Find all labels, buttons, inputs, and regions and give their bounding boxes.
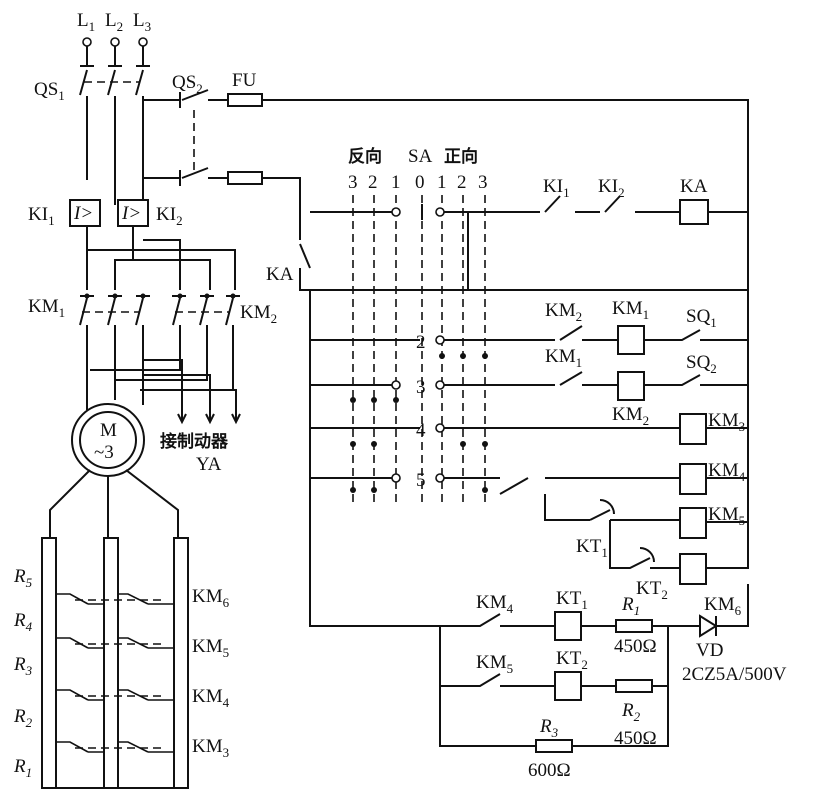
ka-contact: KA	[266, 210, 748, 291]
label-km3-coil: KM3	[708, 410, 745, 434]
sa-pos-f3: 3	[478, 172, 488, 193]
label-l1: L1	[77, 10, 95, 34]
supply-terminals: L1 L2 L3	[77, 10, 151, 47]
label-c-ka: KA	[680, 176, 708, 197]
label-rotor-km5: KM5	[192, 636, 229, 660]
control-bus	[309, 290, 440, 627]
brake-taps: 接制动器 YA	[143, 359, 241, 475]
label-dc-kt2: KT2	[556, 648, 588, 672]
label-r1: R1	[13, 756, 32, 780]
label-rotor-km6: KM6	[192, 586, 230, 610]
label-qs1: QS1	[34, 79, 65, 103]
label-sq2: SQ2	[686, 352, 717, 376]
label-km5-coil: KM5	[708, 504, 745, 528]
label-kt1-contact: KT1	[576, 536, 608, 560]
qs2-fu: QS2 FU	[143, 70, 749, 340]
label-c-km1-nc: KM1	[545, 346, 582, 370]
motor-label: M	[100, 420, 117, 441]
sa-pos-f2: 2	[457, 172, 467, 193]
sa-row-5: 5	[416, 470, 426, 491]
label-reverse: 反向	[348, 146, 382, 167]
label-km4-coil: KM4	[708, 460, 746, 484]
sa-pos-f1: 1	[437, 172, 447, 193]
label-r3-val: R3	[539, 716, 559, 740]
ki2-symbol: I>	[121, 203, 141, 224]
label-km1: KM1	[28, 296, 65, 320]
label-c-ki1: KI1	[543, 176, 570, 200]
label-kt2-contact: KT2	[636, 578, 668, 602]
motor-phase: ~3	[94, 442, 114, 463]
dc-timer-circuit: KM4 KT1 R1 450Ω KM5 KT2 R2 450Ω R3 600Ω …	[439, 584, 787, 781]
label-ya: YA	[196, 454, 222, 475]
label-l3: L3	[133, 10, 151, 34]
sa-row-2: 2	[416, 332, 426, 353]
label-r2: R2	[13, 706, 33, 730]
label-forward: 正向	[444, 146, 478, 167]
sa-pos-r3: 3	[348, 172, 358, 193]
rotor-contacts	[56, 593, 174, 753]
sa-row-4: 4	[416, 420, 426, 441]
label-ka: KA	[266, 264, 294, 285]
label-c-km2-coil: KM2	[612, 404, 649, 428]
label-rotor-km4: KM4	[192, 686, 230, 710]
km-main-contacts: KM1 KM2	[28, 293, 277, 410]
label-r2-val: R2	[621, 700, 641, 724]
label-brake: 接制动器	[160, 431, 229, 452]
label-sq1: SQ1	[686, 306, 717, 330]
label-sa: SA	[408, 146, 433, 167]
sa-pos-r1: 1	[391, 172, 401, 193]
overcurrent-relays: I> I> KI1 KI2	[28, 100, 236, 290]
label-l2: L2	[105, 10, 123, 34]
label-r3: R3	[13, 654, 33, 678]
sa-row-3: 3	[416, 377, 426, 398]
label-vd-part: 2CZ5A/500V	[682, 664, 787, 685]
label-c-km1-coil: KM1	[612, 298, 649, 322]
r1-value: 450Ω	[614, 636, 657, 657]
label-r5: R5	[13, 566, 33, 590]
ki1-symbol: I>	[73, 203, 93, 224]
label-r1-val: R1	[621, 594, 640, 618]
label-c-ki2: KI2	[598, 176, 625, 200]
label-dc-km5: KM5	[476, 652, 513, 676]
label-rotor-km3: KM3	[192, 736, 229, 760]
label-ki2: KI2	[156, 204, 183, 228]
label-r4: R4	[13, 610, 33, 634]
r2-value: 450Ω	[614, 728, 657, 749]
label-vd: VD	[696, 640, 723, 661]
sa-header: 反向 SA 正向 3 2 1 0 1 2 3	[348, 146, 488, 505]
r3-value: 600Ω	[528, 760, 571, 781]
label-dc-kt1: KT1	[556, 588, 588, 612]
label-c-km2-nc: KM2	[545, 300, 582, 324]
label-dc-km4: KM4	[476, 592, 514, 616]
sa-pos-r2: 2	[368, 172, 378, 193]
label-qs2: QS2	[172, 72, 203, 96]
rotor-resistor-bank: R5 R4 R3 R2 R1 KM6 KM5 KM4 KM3	[13, 537, 230, 789]
control-rows: KI1 KI2 KA 2 KM2 KM1 SQ1 3 KM1 KM2 SQ2 4…	[310, 100, 749, 618]
label-km6-coil: KM6	[704, 594, 742, 618]
qs1-switch: QS1	[34, 46, 180, 205]
label-km2: KM2	[240, 302, 277, 326]
label-fu: FU	[232, 70, 257, 91]
label-ki1: KI1	[28, 204, 55, 228]
motor: M ~3	[49, 403, 179, 540]
sa-pos-0: 0	[415, 172, 425, 193]
